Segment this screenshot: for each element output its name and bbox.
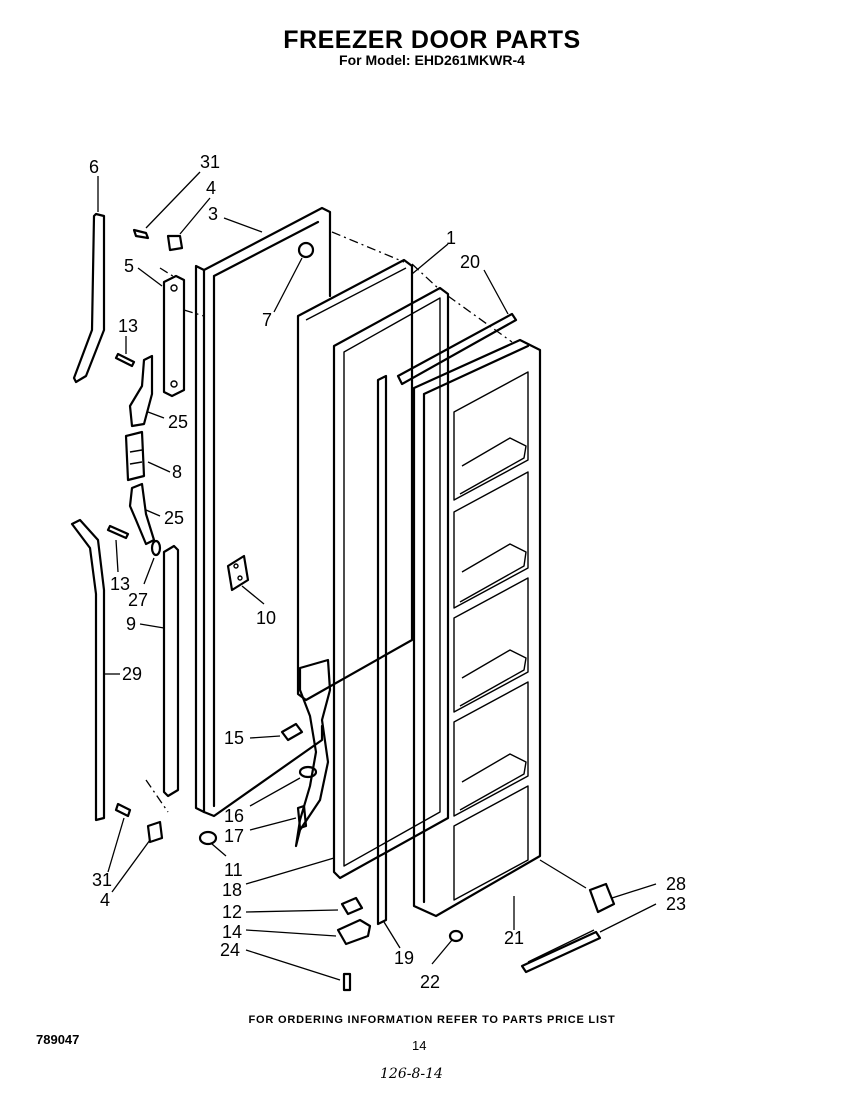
callout-31-bottom: 31 bbox=[92, 870, 112, 890]
part-27-washer bbox=[150, 539, 162, 557]
callout-29: 29 bbox=[122, 664, 142, 684]
callout-8: 8 bbox=[172, 462, 182, 482]
part-14-bracket bbox=[336, 918, 372, 946]
callout-4-top: 4 bbox=[206, 178, 216, 198]
part-4-hinge-block-bottom bbox=[146, 820, 164, 844]
model-subtitle: For Model: EHD261MKWR-4 bbox=[339, 52, 525, 68]
part-7-plug bbox=[297, 241, 315, 259]
callout-22: 22 bbox=[420, 972, 440, 992]
callout-leader-lines bbox=[97, 171, 657, 981]
callout-24: 24 bbox=[220, 940, 240, 960]
part-15-clip bbox=[280, 722, 304, 742]
part-5-hinge-strip bbox=[162, 274, 186, 398]
callout-9: 9 bbox=[126, 614, 136, 634]
part-13-screw-upper bbox=[114, 352, 136, 368]
part-29-lower-trim-strip bbox=[70, 518, 106, 822]
callout-15: 15 bbox=[224, 728, 244, 748]
callout-27: 27 bbox=[128, 590, 148, 610]
part-6-trim-strip bbox=[72, 212, 106, 384]
assembly-dash-lines bbox=[145, 231, 513, 813]
part-22-screw bbox=[448, 929, 464, 943]
callout-4-bottom: 4 bbox=[100, 890, 110, 910]
part-4-hinge-block-top bbox=[166, 234, 184, 252]
part-20-top-rail bbox=[396, 312, 518, 386]
callout-12: 12 bbox=[222, 902, 242, 922]
part-31-screw-bottom bbox=[114, 802, 132, 818]
part-25-hinge-arm-upper bbox=[128, 354, 154, 428]
callout-18: 18 bbox=[222, 880, 242, 900]
part-31-screw-top bbox=[132, 228, 150, 240]
callout-13-top: 13 bbox=[118, 316, 138, 336]
part-25-hinge-arm-lower bbox=[128, 482, 156, 546]
part-10-handle-bracket bbox=[226, 554, 250, 592]
part-9-lower-hinge-strip bbox=[162, 544, 180, 798]
callout-23: 23 bbox=[666, 894, 686, 914]
callout-16: 16 bbox=[224, 806, 244, 826]
callout-13-bottom: 13 bbox=[110, 574, 130, 594]
page-number: 14 bbox=[412, 1038, 427, 1053]
part-8-pad bbox=[124, 430, 146, 482]
callout-11: 11 bbox=[224, 860, 243, 880]
callout-31-top: 31 bbox=[200, 152, 220, 172]
part-17-pin bbox=[296, 804, 308, 830]
callout-25-top: 25 bbox=[168, 412, 188, 432]
part-12-bracket bbox=[340, 896, 364, 916]
callout-19: 19 bbox=[394, 948, 414, 968]
document-number: 789047 bbox=[36, 1032, 80, 1047]
ordering-note: FOR ORDERING INFORMATION REFER TO PARTS … bbox=[248, 1014, 616, 1026]
part-16-bracket-plate bbox=[294, 658, 332, 848]
callout-6: 6 bbox=[89, 157, 99, 177]
callout-7: 7 bbox=[262, 310, 272, 330]
part-3-outer-door-panel bbox=[194, 206, 332, 818]
part-18-gasket bbox=[332, 286, 450, 880]
callout-14: 14 bbox=[222, 922, 242, 942]
part-11-bushing bbox=[198, 830, 218, 846]
callout-labels: 6 31 4 3 1 20 5 7 13 25 8 25 13 27 9 10 … bbox=[89, 152, 686, 992]
part-21-door-liner bbox=[412, 338, 542, 918]
callout-20: 20 bbox=[460, 252, 480, 272]
part-23-rail bbox=[520, 929, 602, 974]
callout-17: 17 bbox=[224, 826, 244, 846]
page-title: FREEZER DOOR PARTS bbox=[283, 26, 581, 54]
callout-28: 28 bbox=[666, 874, 686, 894]
callout-25-bottom: 25 bbox=[164, 508, 184, 528]
callout-10: 10 bbox=[256, 608, 276, 628]
part-19-vertical-strip bbox=[376, 374, 388, 926]
part-1-liner-sheet bbox=[296, 258, 414, 702]
part-24-screw bbox=[342, 972, 352, 992]
callout-1: 1 bbox=[446, 228, 456, 248]
callout-5: 5 bbox=[124, 256, 134, 276]
part-28-bracket bbox=[588, 882, 616, 914]
handwritten-note: 126-8-14 bbox=[380, 1066, 443, 1082]
callout-3: 3 bbox=[208, 204, 218, 224]
callout-21: 21 bbox=[504, 928, 524, 948]
part-13-screw-lower bbox=[106, 524, 130, 540]
